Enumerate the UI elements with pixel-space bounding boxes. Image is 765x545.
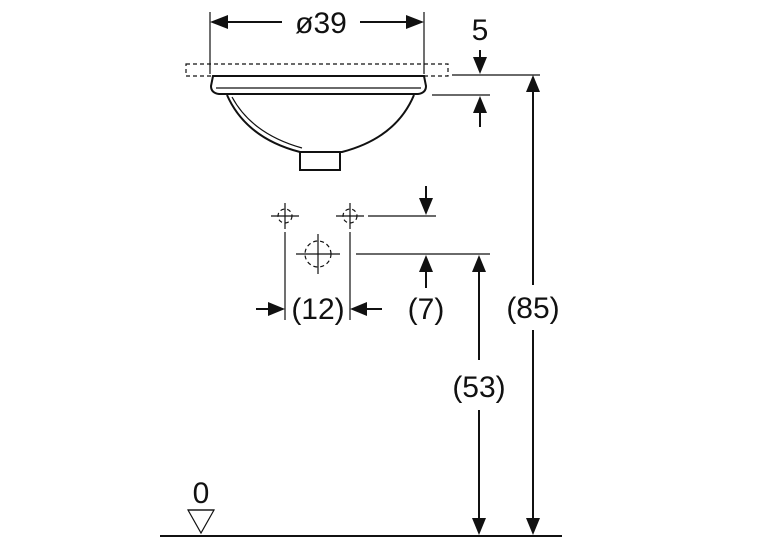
drain-outlet: [299, 152, 341, 171]
outlet-height-arrow-up: [472, 255, 486, 272]
outlet-height-label: (53): [452, 371, 505, 404]
outlet-height-arrow-down: [472, 518, 486, 535]
total-height-label: (85): [506, 292, 559, 325]
tap-offset-arrow-down: [419, 198, 433, 215]
diameter-arrow-left: [210, 15, 228, 29]
rim-height-arrow-down: [473, 57, 487, 74]
tap-spacing-arrow-left: [268, 302, 285, 316]
basin-bowl-inner-line: [231, 96, 303, 149]
total-height-arrow-up: [526, 75, 540, 92]
basin-bowl: [226, 94, 415, 153]
tap-offset-arrow-up: [419, 255, 433, 272]
tap-spacing-arrow-right: [350, 302, 367, 316]
rim-height-arrow-up: [473, 96, 487, 113]
total-height-arrow-down: [526, 518, 540, 535]
diameter-arrow-right: [406, 15, 424, 29]
tap-hole-right: [336, 203, 364, 229]
floor-level-label: 0: [193, 477, 210, 510]
tap-spacing-label: (12): [291, 293, 344, 326]
diameter-label: ø39: [295, 7, 347, 40]
rim-height-label: 5: [472, 14, 489, 47]
floor-level-triangle-icon: [186, 509, 216, 535]
tap-hole-left: [271, 203, 299, 229]
tap-offset-label: (7): [408, 293, 445, 326]
waste-hole: [296, 234, 340, 274]
countertop-outline: [185, 63, 449, 77]
basin-rim: [209, 75, 428, 95]
